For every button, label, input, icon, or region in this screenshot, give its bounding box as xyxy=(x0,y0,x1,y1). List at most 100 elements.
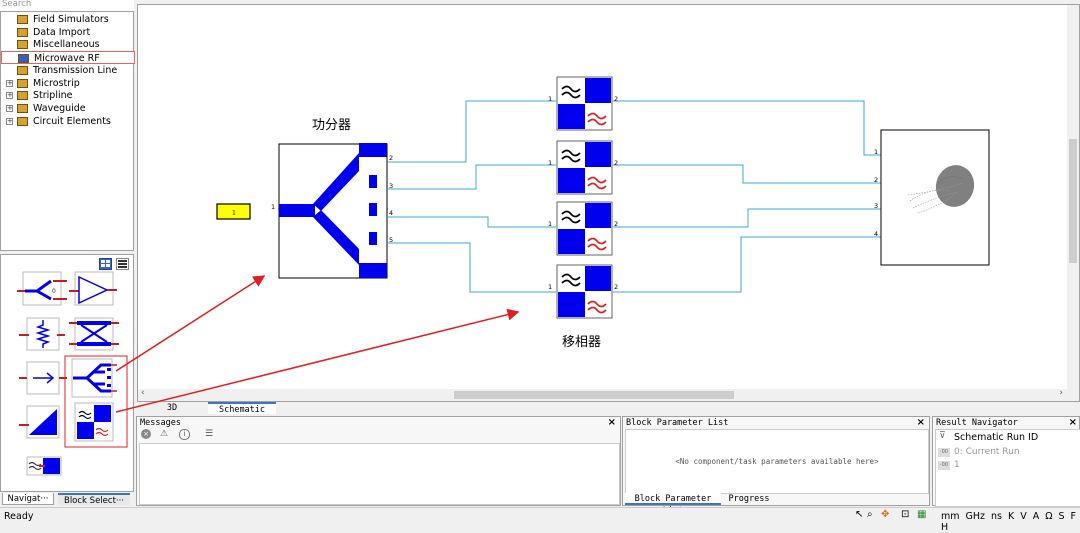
grid-toggle-icon[interactable]: ▦ xyxy=(917,509,927,520)
unit-indicator[interactable]: mm xyxy=(941,511,960,522)
top-strip xyxy=(136,0,1080,4)
gallery-isolator-block[interactable] xyxy=(19,361,67,395)
tab-navigator[interactable]: Navigat··· xyxy=(2,493,54,505)
result-nav-header: Schematic Run ID xyxy=(954,432,1039,443)
gallery-divider-block[interactable] xyxy=(71,358,117,398)
list-view-button[interactable] xyxy=(116,258,129,270)
clear-messages-icon[interactable]: ☰ xyxy=(205,429,214,439)
port-source[interactable]: 1 xyxy=(216,203,251,220)
tab-schematic[interactable]: Schematic xyxy=(208,402,276,415)
result-navigator-panel: Result Navigator × ⊽ Schematic Run ID ·0… xyxy=(932,416,1080,507)
run-badge-icon: ·00 xyxy=(938,448,950,457)
tree-item-transmission-line[interactable]: Transmission Line xyxy=(1,64,135,77)
tree-item-microwave-rf[interactable]: Microwave RF xyxy=(1,51,135,65)
gallery-coupler-block[interactable] xyxy=(69,317,119,351)
close-result-nav-icon[interactable]: × xyxy=(1068,417,1077,428)
zoom-icon[interactable]: ⌕ xyxy=(867,509,873,520)
warning-filter-icon[interactable]: ⚠ xyxy=(160,429,169,439)
block-gallery: 0 xyxy=(0,254,134,492)
shifter-port-in: 1 xyxy=(548,220,552,228)
expand-icon[interactable]: + xyxy=(6,103,13,112)
search-input[interactable]: Search xyxy=(2,0,32,9)
horizontal-scrollbar[interactable]: ‹ › xyxy=(138,388,1079,401)
gallery-splitter-block[interactable]: 0 xyxy=(17,271,67,306)
shifter-port-out: 2 xyxy=(614,220,618,228)
svg-text:0: 0 xyxy=(52,288,56,295)
tree-item-miscellaneous[interactable]: Miscellaneous xyxy=(1,38,135,51)
tree-item-microstrip[interactable]: +Microstrip xyxy=(1,77,135,90)
unit-indicator[interactable]: H xyxy=(941,522,949,533)
gallery-resistor-block[interactable] xyxy=(19,317,65,351)
unit-indicator[interactable]: A xyxy=(1032,511,1040,522)
tree-item-circuit-elements[interactable]: +Circuit Elements xyxy=(1,115,135,128)
folder-icon xyxy=(17,40,28,50)
load-port: 3 xyxy=(874,202,878,210)
unit-indicator[interactable]: V xyxy=(1020,511,1027,522)
shifter-port-out: 2 xyxy=(614,159,618,167)
tree-item-waveguide[interactable]: +Waveguide xyxy=(1,102,135,115)
tree-item-field-simulators[interactable]: Field Simulators xyxy=(1,13,135,26)
unit-indicator[interactable]: K xyxy=(1008,511,1015,522)
folder-icon xyxy=(17,103,28,113)
horizontal-scroll-thumb[interactable] xyxy=(454,391,734,399)
pan-icon[interactable]: ✥ xyxy=(881,509,890,520)
expand-icon[interactable]: + xyxy=(6,78,13,87)
run-badge-icon: ·00 xyxy=(938,461,950,470)
shifter-port-in: 1 xyxy=(548,159,552,167)
unit-indicator[interactable]: F xyxy=(1070,511,1076,522)
vertical-scroll-thumb[interactable] xyxy=(1069,139,1077,263)
vertical-scrollbar[interactable] xyxy=(1067,5,1079,389)
folder-icon xyxy=(17,27,28,37)
tree-item-label: Data Import xyxy=(33,26,91,38)
unit-indicator[interactable]: Ω xyxy=(1045,511,1053,522)
unit-indicator[interactable]: S xyxy=(1058,511,1065,522)
tree-item-label: Miscellaneous xyxy=(33,39,100,51)
source-label: 1 xyxy=(232,210,236,217)
pointer-icon[interactable]: ↖ xyxy=(855,509,864,520)
expand-icon[interactable]: + xyxy=(6,116,13,125)
tree-item-label: Transmission Line xyxy=(33,64,118,76)
scroll-left-icon[interactable]: ‹ xyxy=(141,388,145,398)
tab-progress-label: Progress xyxy=(728,494,770,504)
tab-block-parameter-list[interactable]: Block Parameter List xyxy=(625,493,721,516)
gallery-taper-block[interactable] xyxy=(19,405,60,439)
unit-indicator[interactable]: GHz xyxy=(965,511,986,522)
unit-indicator[interactable]: ns xyxy=(991,511,1002,522)
tab-progress[interactable]: Progress xyxy=(725,493,773,505)
scroll-right-icon[interactable]: › xyxy=(1059,388,1063,398)
list-view-icon xyxy=(118,260,127,268)
tab-3d[interactable]: 3D xyxy=(138,402,206,414)
info-filter-icon[interactable]: i xyxy=(179,429,190,440)
close-messages-icon[interactable]: × xyxy=(607,417,616,428)
tree-item-data-import[interactable]: Data Import xyxy=(1,26,135,39)
power-divider[interactable] xyxy=(278,143,388,279)
close-block-params-icon[interactable]: × xyxy=(916,417,925,428)
gallery-filter-block[interactable] xyxy=(26,456,62,476)
result-nav-title: Result Navigator xyxy=(936,418,1018,428)
tree-item-stripline[interactable]: +Stripline xyxy=(1,89,135,102)
expand-icon[interactable]: + xyxy=(6,91,13,100)
error-filter-icon[interactable]: × xyxy=(141,429,151,439)
tab-block-select[interactable]: Block Select··· xyxy=(58,493,130,506)
multiport-load[interactable] xyxy=(880,129,990,266)
filter-icon[interactable]: ⊽ xyxy=(939,431,946,441)
grid-view-button[interactable] xyxy=(99,258,112,270)
gallery-amplifier-block[interactable] xyxy=(69,271,117,306)
tree-item-label: Microwave RF xyxy=(34,53,100,65)
fit-icon[interactable]: ⊡ xyxy=(901,509,910,520)
gallery-phaseshifter-block[interactable] xyxy=(74,402,114,442)
label-phase-shifter: 移相器 xyxy=(562,335,601,350)
block-parameter-panel: Block Parameter List × <No component/tas… xyxy=(622,416,930,516)
